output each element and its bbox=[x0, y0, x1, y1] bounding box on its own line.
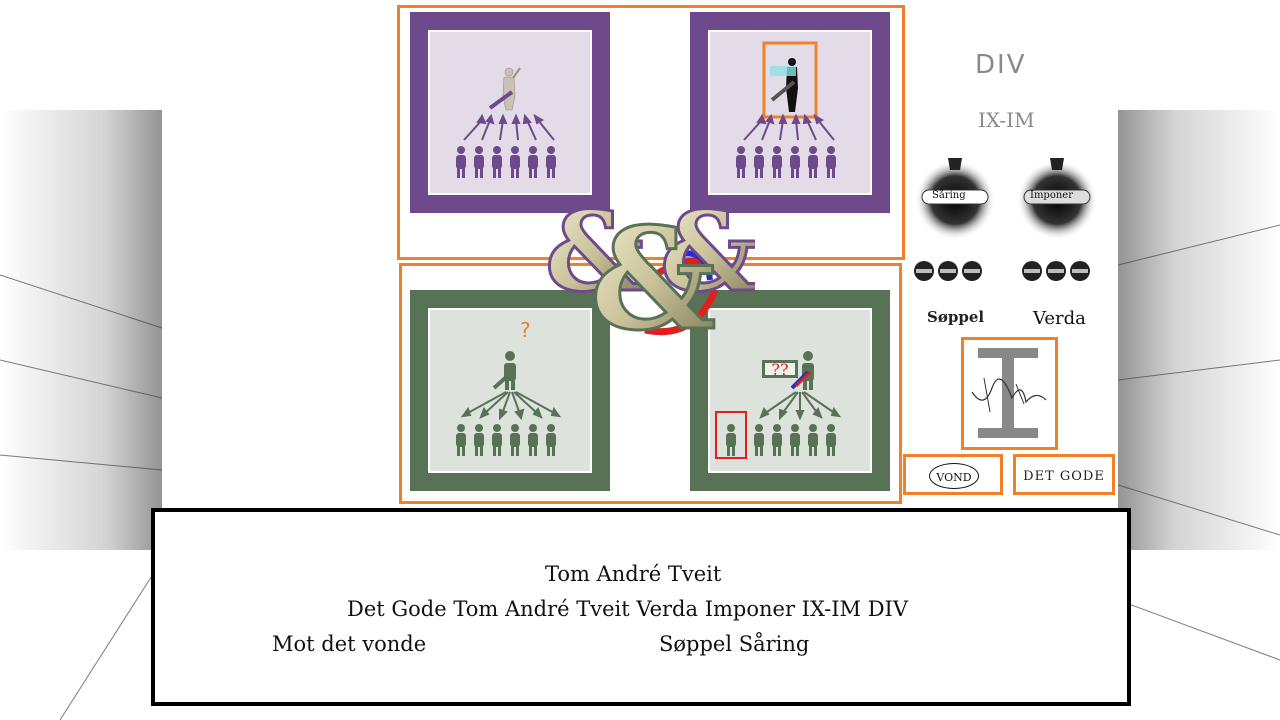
orbs-row bbox=[914, 261, 1090, 281]
quad-bottom-left: ? bbox=[410, 290, 610, 491]
caption-box: Tom André Tveit Det Gode Tom André Tveit… bbox=[151, 508, 1131, 706]
ampersand-emblem: & & & bbox=[545, 186, 755, 341]
letter-i-signature-icon bbox=[971, 348, 1047, 438]
quad-top-right bbox=[690, 12, 890, 213]
letter-i-box bbox=[961, 337, 1058, 450]
imponer-label: Imponer bbox=[1030, 190, 1073, 201]
svg-text:&: & bbox=[660, 187, 755, 316]
top-panel-frame bbox=[397, 5, 905, 260]
leader-icon bbox=[786, 58, 798, 112]
imponer-medallion bbox=[1017, 158, 1097, 240]
quad-top-left bbox=[410, 12, 610, 213]
vond-oval: VOND bbox=[929, 463, 979, 489]
leader-down-graphic bbox=[456, 351, 562, 456]
leader-down-outlier-graphic bbox=[715, 351, 842, 459]
crowd-upward-graphic bbox=[456, 67, 556, 178]
caption-line-3-left: Mot det vonde bbox=[272, 632, 427, 656]
statue-icon bbox=[502, 67, 521, 111]
caption-line-1: Tom André Tveit bbox=[545, 562, 722, 586]
svg-text:&: & bbox=[590, 198, 716, 340]
ix-im-label: IX-IM bbox=[978, 108, 1035, 132]
caption-line-2: Det Gode Tom André Tveit Verda Imponer I… bbox=[347, 597, 909, 621]
verda-label: Verda bbox=[1033, 308, 1086, 329]
quad-bottom-right: ?? bbox=[690, 290, 890, 491]
crowd-icon bbox=[456, 146, 556, 178]
crowd-icon bbox=[726, 424, 836, 456]
det-gode-box: DET GODE bbox=[1013, 454, 1115, 495]
svg-text:&: & bbox=[545, 187, 644, 316]
question-sign: ?? bbox=[762, 360, 798, 378]
leader-icon bbox=[504, 351, 516, 390]
saring-label: Såring bbox=[932, 190, 966, 201]
outlier-highlight bbox=[715, 411, 747, 459]
crowd-icon bbox=[456, 424, 556, 456]
caption-line-3-right: Søppel Såring bbox=[659, 632, 810, 656]
question-sign-label: ?? bbox=[771, 360, 789, 379]
highlight-box bbox=[762, 41, 818, 119]
bottom-panel-frame bbox=[399, 263, 902, 504]
question-mark: ? bbox=[520, 318, 531, 342]
det-gode-label: DET GODE bbox=[1023, 469, 1105, 484]
div-label: DIV bbox=[975, 50, 1027, 80]
leader-icon bbox=[802, 351, 814, 390]
saring-medallion bbox=[915, 158, 995, 240]
crowd-icon bbox=[736, 146, 836, 178]
vond-label: VOND bbox=[936, 471, 972, 484]
soppel-label: Søppel bbox=[927, 308, 985, 326]
leader-crowd-graphic bbox=[736, 41, 836, 178]
vond-box: VOND bbox=[903, 454, 1003, 495]
